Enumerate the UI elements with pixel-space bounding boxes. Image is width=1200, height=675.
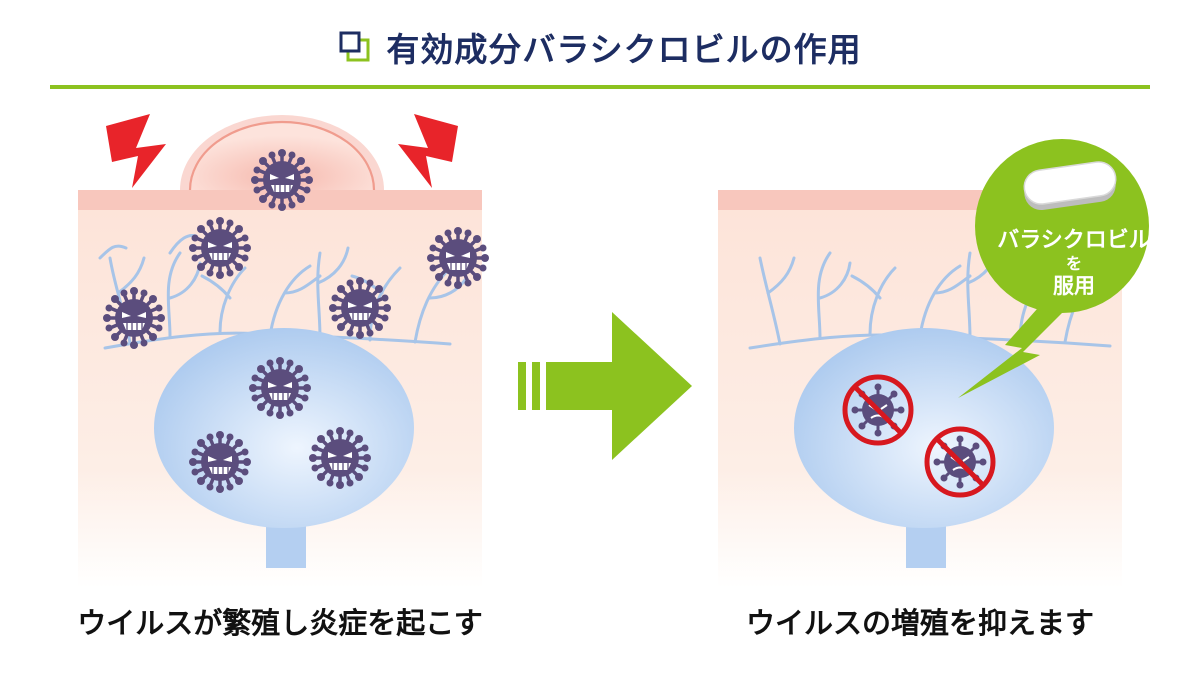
left-panel-infected	[70, 108, 490, 588]
caption-suppressed: ウイルスの増殖を抑えます	[745, 606, 1094, 640]
no-symbol-icon	[924, 426, 996, 498]
title-divider	[50, 85, 1150, 89]
pill-icon	[1023, 161, 1117, 211]
title-row: 有効成分バラシクロビルの作用	[0, 22, 1200, 72]
badge-label-take: 服用	[1053, 274, 1095, 298]
badge-label-drug: バラシクロビル	[997, 228, 1151, 253]
inhibited-virus	[924, 426, 996, 498]
checkbox-icon	[339, 31, 370, 62]
badge-label-particle: を	[1065, 254, 1082, 273]
lightning-icon	[106, 114, 166, 188]
inhibited-virus	[842, 374, 914, 446]
arrow-right-icon	[518, 312, 692, 460]
lightning-icon	[398, 114, 458, 188]
no-symbol-icon	[842, 374, 914, 446]
caption-infected: ウイルスが繁殖し炎症を起こす	[77, 606, 483, 640]
page-title: 有効成分バラシクロビルの作用	[386, 30, 862, 69]
